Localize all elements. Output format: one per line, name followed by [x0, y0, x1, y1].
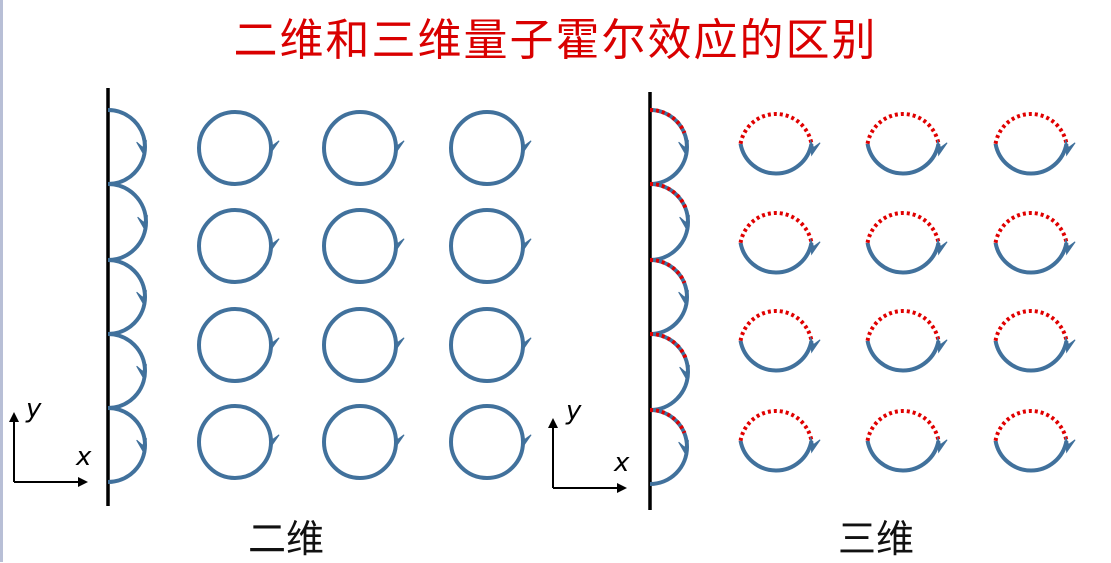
orbit-arrow-3d [936, 238, 948, 256]
cyclotron-orbit-2d [322, 208, 398, 284]
panel-2d [9, 88, 532, 506]
dotted-arc-3d [865, 211, 941, 244]
cyclotron-orbit-3d [865, 143, 941, 176]
dotted-arc-3d [865, 409, 941, 442]
edge-orbit-arrow-3d [678, 440, 689, 457]
cyclotron-orbit-3d [993, 143, 1069, 176]
orbit-arrow-2d [393, 334, 405, 352]
caption-3d: 三维 [838, 517, 915, 561]
cyclotron-orbit-3d [993, 440, 1069, 473]
cyclotron-orbit-2d [197, 307, 273, 383]
right-axis-x-arrow [617, 483, 627, 493]
dotted-arc-3d [993, 112, 1069, 145]
cyclotron-orbit-3d [738, 440, 814, 473]
diagram-title: 二维和三维量子霍尔效应的区别 [233, 15, 878, 66]
caption-2d: 二维 [248, 517, 325, 561]
left-axis-y-label: y [26, 394, 42, 424]
edge-orbit-arrow-3d [678, 290, 689, 307]
edge-orbit-arrow-2d [137, 215, 148, 232]
left-axis-x-label: x [76, 442, 92, 472]
cyclotron-orbit-3d [865, 440, 941, 473]
panel-3d [548, 92, 1076, 510]
cyclotron-orbit-2d [449, 208, 525, 284]
orbit-arrow-3d [1064, 238, 1076, 256]
orbit-arrow-2d [268, 235, 280, 253]
edge-orbit-arrow-3d [679, 365, 690, 382]
orbit-arrow-3d [936, 139, 948, 157]
orbit-arrow-2d [520, 431, 532, 449]
cyclotron-orbit-2d [322, 404, 398, 480]
cyclotron-orbit-2d [449, 404, 525, 480]
edge-orbit-arrow-2d [136, 140, 147, 157]
dotted-arc-3d [738, 309, 814, 342]
cyclotron-orbit-2d [322, 110, 398, 186]
orbit-arrow-2d [520, 235, 532, 253]
orbit-arrow-2d [268, 431, 280, 449]
orbit-arrow-3d [1064, 139, 1076, 157]
cyclotron-orbit-2d [322, 307, 398, 383]
edge-orbit-arrow-3d [678, 140, 689, 157]
orbit-arrow-3d [809, 139, 821, 157]
dotted-arc-3d [993, 211, 1069, 244]
cyclotron-orbit-2d [197, 208, 273, 284]
dotted-arc-3d [865, 112, 941, 145]
orbit-arrow-3d [1064, 336, 1076, 354]
orbit-arrow-2d [268, 334, 280, 352]
right-axis-x-label: x [614, 448, 630, 478]
dotted-arc-3d [738, 211, 814, 244]
orbit-arrow-3d [1064, 436, 1076, 454]
edge-orbit-arrow-2d [136, 290, 147, 307]
orbit-arrow-2d [393, 431, 405, 449]
dotted-arc-3d [738, 112, 814, 145]
cyclotron-orbit-2d [197, 110, 273, 186]
orbit-arrow-2d [268, 137, 280, 155]
dotted-arc-3d [993, 309, 1069, 342]
cyclotron-orbit-2d [197, 404, 273, 480]
cyclotron-orbit-3d [865, 242, 941, 275]
edge-orbit-arrow-3d [679, 215, 690, 232]
edge-orbit-arrow-2d [136, 364, 147, 381]
orbit-arrow-3d [809, 336, 821, 354]
cyclotron-orbit-2d [449, 307, 525, 383]
orbit-arrow-2d [520, 137, 532, 155]
slide-left-border [0, 0, 3, 562]
orbit-arrow-3d [936, 336, 948, 354]
orbit-arrow-3d [809, 238, 821, 256]
cyclotron-orbit-3d [993, 340, 1069, 373]
cyclotron-orbit-3d [738, 340, 814, 373]
orbit-arrow-3d [809, 436, 821, 454]
left-axis-y-arrow [9, 412, 19, 422]
right-axis-y-label: y [566, 396, 582, 426]
cyclotron-orbit-3d [865, 340, 941, 373]
orbit-arrow-2d [393, 137, 405, 155]
dotted-arc-3d [993, 409, 1069, 442]
right-axis-y-arrow [548, 418, 558, 428]
orbit-arrow-2d [393, 235, 405, 253]
dotted-arc-3d [738, 409, 814, 442]
cyclotron-orbit-3d [993, 242, 1069, 275]
orbit-arrow-2d [520, 334, 532, 352]
left-axis-x-arrow [78, 477, 88, 487]
edge-orbit-arrow-2d [136, 438, 147, 455]
cyclotron-orbit-3d [738, 143, 814, 176]
cyclotron-orbit-2d [449, 110, 525, 186]
orbit-arrow-3d [936, 436, 948, 454]
cyclotron-orbit-3d [738, 242, 814, 275]
dotted-arc-3d [865, 309, 941, 342]
